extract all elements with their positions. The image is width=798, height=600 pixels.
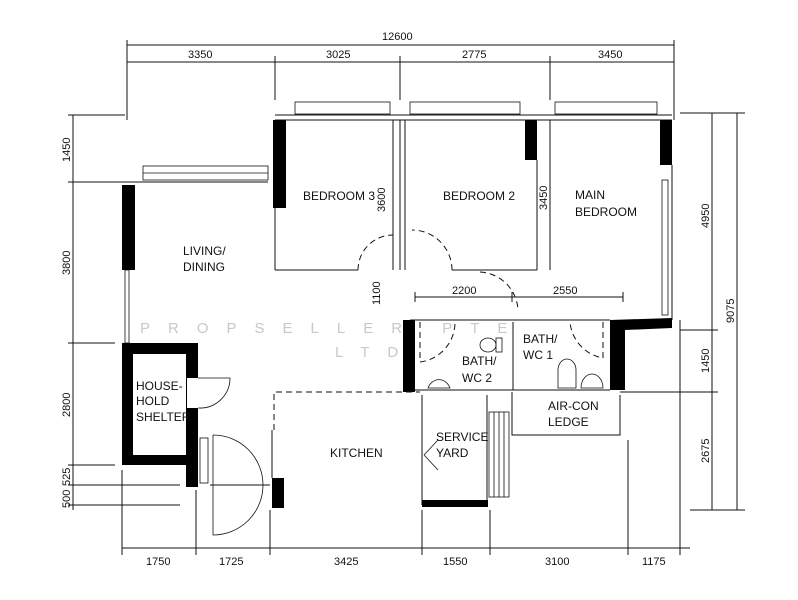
dim-bottom-1: 1750 — [146, 556, 170, 568]
label-main-bedroom-2: BEDROOM — [575, 205, 637, 219]
toilet-icon — [479, 337, 497, 353]
label-living: LIVING/ — [183, 244, 226, 258]
dim-left-3: 2800 — [61, 393, 73, 417]
watermark: PROPSELLER PTE — [140, 320, 525, 337]
label-shelter-3: SHELTER — [136, 410, 191, 424]
label-bath-2: BATH/ — [462, 354, 497, 368]
dim-top-4: 3450 — [598, 49, 622, 61]
label-bedroom-3: BEDROOM 3 — [303, 189, 375, 203]
label-shelter-2: HOLD — [136, 394, 170, 408]
dim-overall-depth: 9075 — [725, 299, 737, 323]
label-main-bedroom: MAIN — [575, 188, 605, 202]
label-dining: DINING — [183, 260, 225, 274]
dim-top-2: 3025 — [326, 49, 350, 61]
watermark-line-2: LTD — [335, 344, 416, 361]
dim-overall-width: 12600 — [382, 31, 413, 43]
dim-right-1: 4950 — [700, 204, 712, 228]
label-shelter-1: HOUSE- — [136, 379, 183, 393]
dim-bottom-5: 3100 — [545, 556, 569, 568]
dim-left-5: 500 — [61, 490, 73, 508]
label-ledge: LEDGE — [548, 415, 589, 429]
top-dimensions: 12600 3350 3025 2775 3450 — [126, 31, 675, 120]
label-service-yard-1: SERVICE — [436, 430, 488, 444]
watermark-group: PROPSELLER PTE LTD — [140, 320, 525, 361]
toilet-icon — [427, 379, 451, 389]
room-labels: BEDROOM 3 BEDROOM 2 MAIN BEDROOM LIVING/… — [136, 188, 637, 460]
dim-corridor: 1100 — [371, 281, 383, 305]
dim-bedroom2-depth: 3450 — [538, 186, 550, 210]
label-aircon: AIR-CON — [548, 399, 599, 413]
dim-right-3: 2675 — [700, 439, 712, 463]
basin-icon — [580, 373, 604, 389]
dim-bedroom3-depth: 3600 — [376, 188, 388, 212]
dim-left-1: 1450 — [61, 138, 73, 162]
dim-left-2: 3800 — [61, 251, 73, 275]
dim-top-3: 2775 — [462, 49, 486, 61]
dim-bottom-3: 3425 — [334, 556, 358, 568]
dim-bath1-width: 2550 — [553, 285, 577, 297]
label-service-yard-2: YARD — [436, 446, 469, 460]
dim-bottom-4: 1550 — [443, 556, 467, 568]
label-wc-2: WC 2 — [462, 371, 492, 385]
label-wc-1: WC 1 — [523, 348, 553, 362]
dim-top-1: 3350 — [188, 49, 212, 61]
label-bath-1: BATH/ — [523, 332, 558, 346]
walls — [122, 114, 673, 508]
label-bedroom-2: BEDROOM 2 — [443, 189, 515, 203]
label-kitchen: KITCHEN — [330, 446, 383, 460]
inner-dimensions: 2200 2550 3600 3450 1100 — [371, 186, 624, 305]
bottom-dimensions: 1750 1725 3425 1550 3100 1175 — [121, 320, 690, 568]
dim-left-4: 525 — [61, 468, 73, 486]
dim-bottom-2: 1725 — [219, 556, 243, 568]
dim-bath2-width: 2200 — [452, 285, 476, 297]
toilet-icon — [557, 358, 577, 389]
fixtures — [427, 337, 604, 389]
left-dimensions: 1450 3800 2800 525 500 — [61, 114, 180, 510]
dim-right-2: 1450 — [700, 349, 712, 373]
right-dimensions: 4950 1450 2675 9075 — [620, 112, 745, 511]
doors — [197, 229, 604, 536]
dim-bottom-6: 1175 — [642, 556, 666, 568]
windows — [124, 101, 669, 344]
